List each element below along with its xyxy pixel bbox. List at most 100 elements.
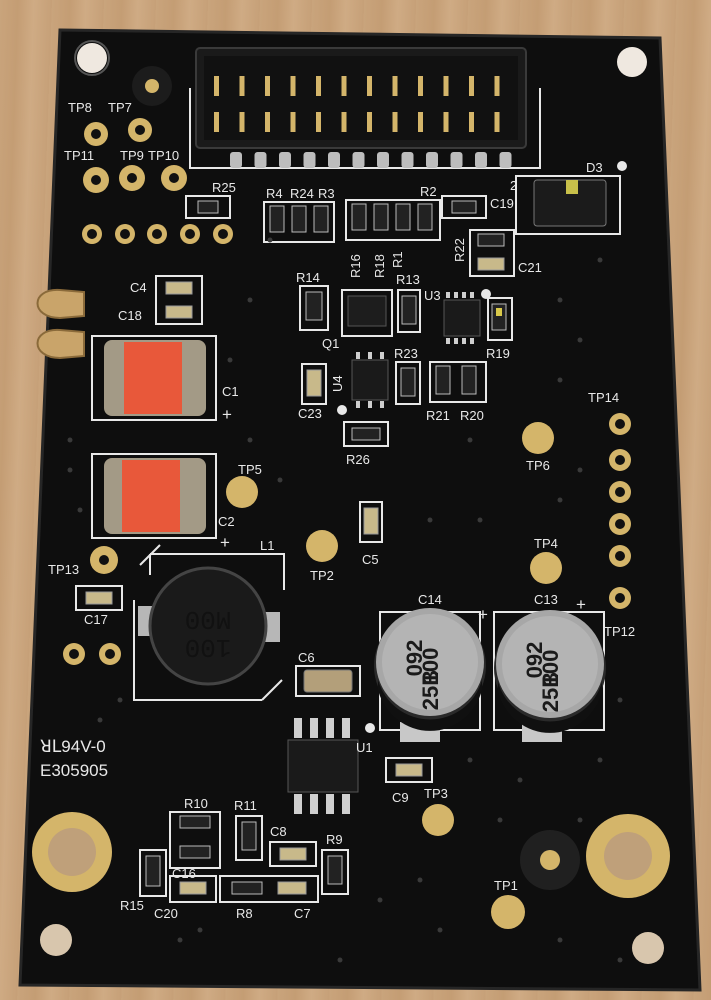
via xyxy=(577,467,583,473)
via xyxy=(97,717,103,723)
via xyxy=(497,817,503,823)
r15-outline xyxy=(139,849,167,897)
q1-outline xyxy=(341,289,393,337)
via xyxy=(577,817,583,823)
via xyxy=(417,877,423,883)
ul-logo-icon: ꓤꓡ xyxy=(40,737,62,756)
inductor-l1 xyxy=(148,566,268,686)
inductor-mark-bottom: 100 xyxy=(185,632,232,662)
via xyxy=(557,497,563,503)
label-tp13: TP13 xyxy=(48,562,79,577)
pin-header-cavity xyxy=(204,56,518,140)
c17-outline xyxy=(75,585,123,611)
header-pin xyxy=(469,76,474,96)
header-solder-leg xyxy=(328,152,340,168)
header-pin xyxy=(290,76,296,96)
c9-outline xyxy=(385,757,433,783)
label-r4: R4 xyxy=(266,186,283,201)
header-pin xyxy=(316,112,321,132)
c13-polarity-plus: + xyxy=(576,595,586,614)
u3-pins xyxy=(446,292,474,344)
header-pin xyxy=(494,112,500,132)
capacitor-c17 xyxy=(85,591,113,605)
header-legs xyxy=(230,152,512,168)
header-solder-leg xyxy=(279,152,291,168)
resistor-r22 xyxy=(477,233,505,247)
header-solder-leg xyxy=(352,152,365,168)
via xyxy=(557,297,563,303)
r19-outline xyxy=(487,297,513,341)
metal-clip-upper xyxy=(36,288,85,320)
d3-pin1-dot xyxy=(617,161,627,171)
ic-u3 xyxy=(443,299,481,337)
metal-clip-lower xyxy=(36,328,85,360)
header-pin xyxy=(290,112,296,132)
header-pin xyxy=(367,76,372,96)
header-solder-leg xyxy=(254,152,267,168)
resistor-r19 xyxy=(491,303,507,331)
resistor-r14 xyxy=(305,291,323,321)
electrolytic-capacitor-c14 xyxy=(374,608,486,731)
label-c18: C18 xyxy=(118,308,142,323)
r19-marking xyxy=(496,308,502,316)
u3-pin1-dot xyxy=(481,289,491,299)
c14-polarity-plus: + xyxy=(478,605,488,624)
capacitor-c18 xyxy=(165,305,193,319)
capacitor-c21 xyxy=(477,257,505,271)
r23-outline xyxy=(395,361,421,405)
through-hole-row xyxy=(82,224,233,244)
resistor-r26 xyxy=(351,427,381,441)
r13-outline xyxy=(397,289,421,333)
via xyxy=(597,757,603,763)
c5-outline xyxy=(359,501,383,543)
header-pin xyxy=(443,112,449,132)
via xyxy=(177,937,183,943)
header-pin xyxy=(214,76,219,96)
header-pin xyxy=(265,112,270,132)
r21-r20-outline xyxy=(429,361,487,403)
label-tp3: TP3 xyxy=(424,786,448,801)
r9-outline xyxy=(321,849,349,895)
label-tp5: TP5 xyxy=(238,462,262,477)
c13-mark-line2: 100 xyxy=(538,650,563,687)
label-tp12: TP12 xyxy=(604,624,635,639)
ul-rating: ꓤꓡ94V-0 xyxy=(40,737,106,756)
capacitor-c20 xyxy=(179,881,207,895)
capacitor-c5 xyxy=(363,507,379,535)
u1-pin1-dot xyxy=(365,723,375,733)
board-edge xyxy=(18,28,702,992)
u4-pin1-dot xyxy=(337,405,347,415)
header-pin-mark: 2 xyxy=(510,178,517,193)
header-pin xyxy=(367,112,372,132)
testpad-cluster-top-left xyxy=(83,118,187,193)
via xyxy=(557,937,563,943)
resistor-r10b xyxy=(179,845,211,859)
header-solder-leg xyxy=(401,152,414,168)
header-pin xyxy=(392,76,398,96)
resistor-r20 xyxy=(461,365,477,395)
c13-outline xyxy=(493,611,605,731)
via xyxy=(617,957,623,963)
label-tp1: TP1 xyxy=(494,878,518,893)
c1-outline xyxy=(91,335,217,421)
header-pin xyxy=(239,76,245,96)
label-q1: Q1 xyxy=(322,336,339,351)
via xyxy=(477,517,483,523)
label-c16: C16 xyxy=(172,866,196,881)
label-r19: R19 xyxy=(486,346,510,361)
c2-outline xyxy=(91,453,217,539)
mount-hole-top-right xyxy=(617,47,647,77)
c6-outline xyxy=(295,665,361,697)
inductor-mark-top: M00 xyxy=(185,604,232,634)
c1-polarity-plus: + xyxy=(222,405,232,424)
header-pin xyxy=(418,76,423,96)
via xyxy=(247,297,253,303)
label-tp4: TP4 xyxy=(534,536,558,551)
label-c9: C9 xyxy=(392,790,409,805)
testpad-tp4 xyxy=(530,552,562,584)
c13-mark-line3: 25B xyxy=(538,672,563,712)
resistor-r10 xyxy=(179,815,211,829)
label-tp10: TP10 xyxy=(148,148,179,163)
via xyxy=(67,467,73,473)
